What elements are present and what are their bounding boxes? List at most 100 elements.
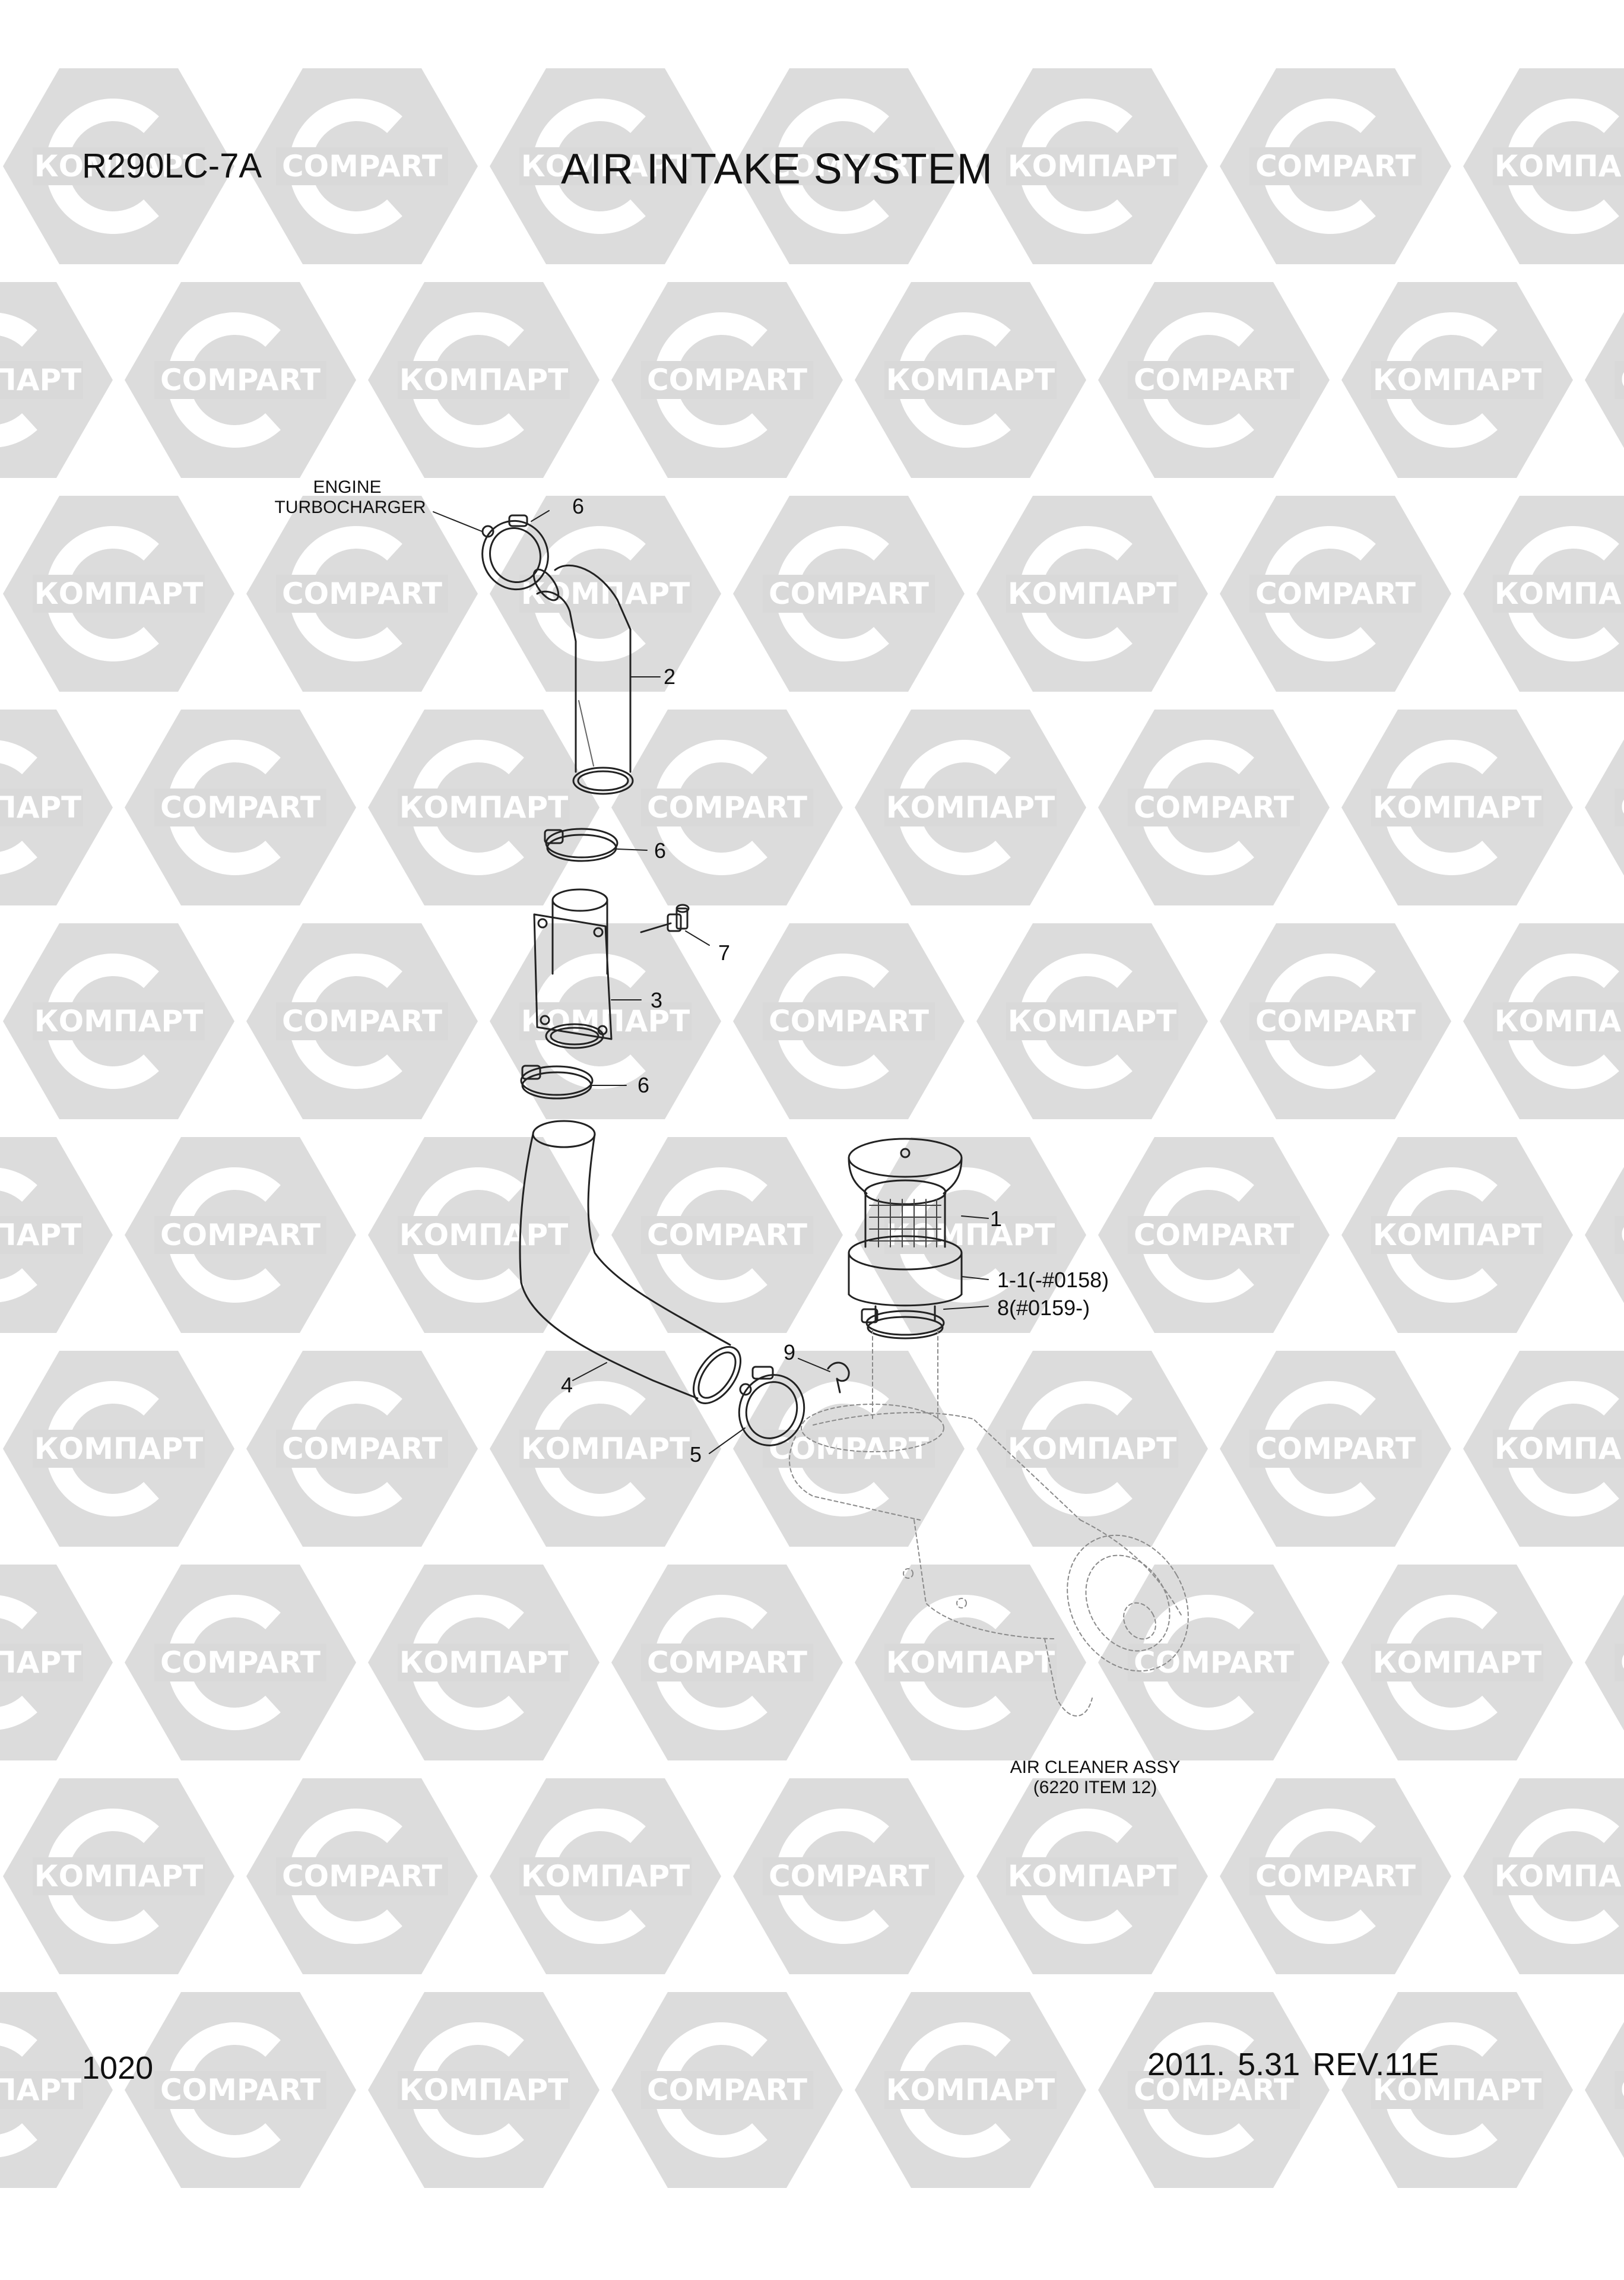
clamp-5[interactable] <box>729 1366 814 1455</box>
watermark-text: COMPART <box>1620 1645 1624 1680</box>
watermark-text: КОМПАРТ <box>0 2073 81 2107</box>
watermark-band <box>276 1430 448 1468</box>
watermark-band <box>398 361 570 399</box>
watermark-text: КОМПАРТ <box>1495 1859 1624 1893</box>
watermark-band <box>1493 575 1624 613</box>
adapter-3[interactable] <box>533 888 613 1049</box>
watermark-band <box>1249 1002 1422 1040</box>
watermark-text: КОМПАРТ <box>1373 1645 1541 1680</box>
watermark-band <box>641 1216 813 1254</box>
clamp-6-top[interactable] <box>472 512 557 599</box>
callout-3[interactable]: 3 <box>651 988 662 1012</box>
precleaner-1[interactable] <box>848 1138 963 1322</box>
watermark-text: КОМПАРТ <box>0 1645 81 1680</box>
watermark-text: КОМПАРТ <box>34 1432 203 1466</box>
watermark-text: COMPART <box>1134 790 1294 825</box>
watermark-text: КОМПАРТ <box>521 577 690 611</box>
watermark-text: КОМПАРТ <box>0 1218 81 1252</box>
watermark-band <box>1249 1430 1422 1468</box>
watermark-text: КОМПАРТ <box>886 790 1055 825</box>
watermark-band <box>1371 1644 1543 1682</box>
callout-2[interactable]: 2 <box>664 664 675 689</box>
watermark-band <box>1128 1644 1300 1682</box>
watermark-text: COMPART <box>647 790 807 825</box>
watermark-band <box>884 1216 1057 1254</box>
callout-9[interactable]: 9 <box>784 1340 795 1364</box>
watermark-text: КОМПАРТ <box>1008 1859 1176 1893</box>
callout-air-cleaner-line1: AIR CLEANER ASSY <box>1010 1758 1181 1777</box>
watermark-band <box>276 575 448 613</box>
watermark-band <box>1128 361 1300 399</box>
watermark-text: КОМПАРТ <box>521 1432 690 1466</box>
callout-8[interactable]: 8(#0159-) <box>997 1296 1090 1320</box>
watermark-text: КОМПАРТ <box>886 363 1055 397</box>
watermark-text: КОМПАРТ <box>1495 1432 1624 1466</box>
watermark-band <box>1371 361 1543 399</box>
callout-6-top[interactable]: 6 <box>572 494 584 518</box>
watermark-band <box>1006 575 1178 613</box>
watermark-text: КОМПАРТ <box>886 2073 1055 2107</box>
watermark-text: COMPART <box>1134 2073 1294 2107</box>
air-cleaner-assy-phantom <box>789 1329 1189 1717</box>
watermark-band <box>276 147 448 185</box>
watermark-text: КОМПАРТ <box>399 1218 568 1252</box>
watermark-text: COMPART <box>160 1645 321 1680</box>
watermark-band <box>1493 1002 1624 1040</box>
watermark-text: COMPART <box>282 1004 442 1038</box>
watermark-text: COMPART <box>647 1218 807 1252</box>
watermark-band <box>1128 788 1300 826</box>
watermark-text: COMPART <box>1255 149 1416 183</box>
watermark-text: КОМПАРТ <box>0 363 81 397</box>
watermark-band <box>641 1644 813 1682</box>
watermark-text: COMPART <box>282 1859 442 1893</box>
watermark-band <box>1249 147 1422 185</box>
clip-9[interactable] <box>827 1361 850 1394</box>
watermark-text: COMPART <box>1255 1432 1416 1466</box>
watermark-text: КОМПАРТ <box>34 577 203 611</box>
callout-4[interactable]: 4 <box>561 1373 573 1397</box>
watermark-band <box>763 1857 935 1895</box>
callout-1-1[interactable]: 1-1(-#0158) <box>997 1268 1109 1292</box>
watermark-text: КОМПАРТ <box>886 1645 1055 1680</box>
callout-5[interactable]: 5 <box>690 1442 702 1467</box>
watermark-text: COMPART <box>1134 1218 1294 1252</box>
watermark-text: COMPART <box>1255 577 1416 611</box>
watermark-text: COMPART <box>1620 790 1624 825</box>
watermark-text: КОМПАРТ <box>1008 1004 1176 1038</box>
clamp-6-low[interactable] <box>520 1065 594 1100</box>
watermark-text: COMPART <box>1255 1004 1416 1038</box>
watermark-band <box>0 1216 83 1254</box>
hose-4[interactable] <box>519 1120 750 1411</box>
watermark-band <box>276 1002 448 1040</box>
watermark-band <box>33 575 205 613</box>
watermark-text: КОМПАРТ <box>1495 149 1624 183</box>
watermark-text: COMPART <box>769 1859 929 1893</box>
bolt-7[interactable] <box>640 904 690 933</box>
watermark-band <box>1615 788 1624 826</box>
watermark-text: КОМПАРТ <box>399 2073 568 2107</box>
watermark-band <box>154 361 326 399</box>
callout-1[interactable]: 1 <box>990 1206 1002 1231</box>
watermark-text: COMPART <box>282 149 442 183</box>
watermark-band <box>33 1002 205 1040</box>
callout-6-low[interactable]: 6 <box>637 1073 649 1097</box>
watermark-text: COMPART <box>769 577 929 611</box>
band-clamp-8[interactable] <box>861 1308 945 1340</box>
watermark-text: КОМПАРТ <box>34 1859 203 1893</box>
watermark-text: КОМПАРТ <box>34 1004 203 1038</box>
watermark-text: COMPART <box>1620 2073 1624 2107</box>
clamp-6-mid[interactable] <box>544 828 618 862</box>
watermark-text: КОМПАРТ <box>1373 2073 1541 2107</box>
callout-7[interactable]: 7 <box>718 940 730 965</box>
callout-6-mid[interactable]: 6 <box>654 838 666 863</box>
watermark-band <box>519 1430 692 1468</box>
watermark-text: COMPART <box>769 1004 929 1038</box>
hose-2[interactable] <box>529 564 634 795</box>
watermark-band <box>763 575 935 613</box>
watermark-text: КОМПАРТ <box>399 790 568 825</box>
watermark-text: COMPART <box>1620 363 1624 397</box>
watermark-band <box>641 788 813 826</box>
watermark-band <box>1615 1644 1624 1682</box>
watermark-band <box>154 1644 326 1682</box>
